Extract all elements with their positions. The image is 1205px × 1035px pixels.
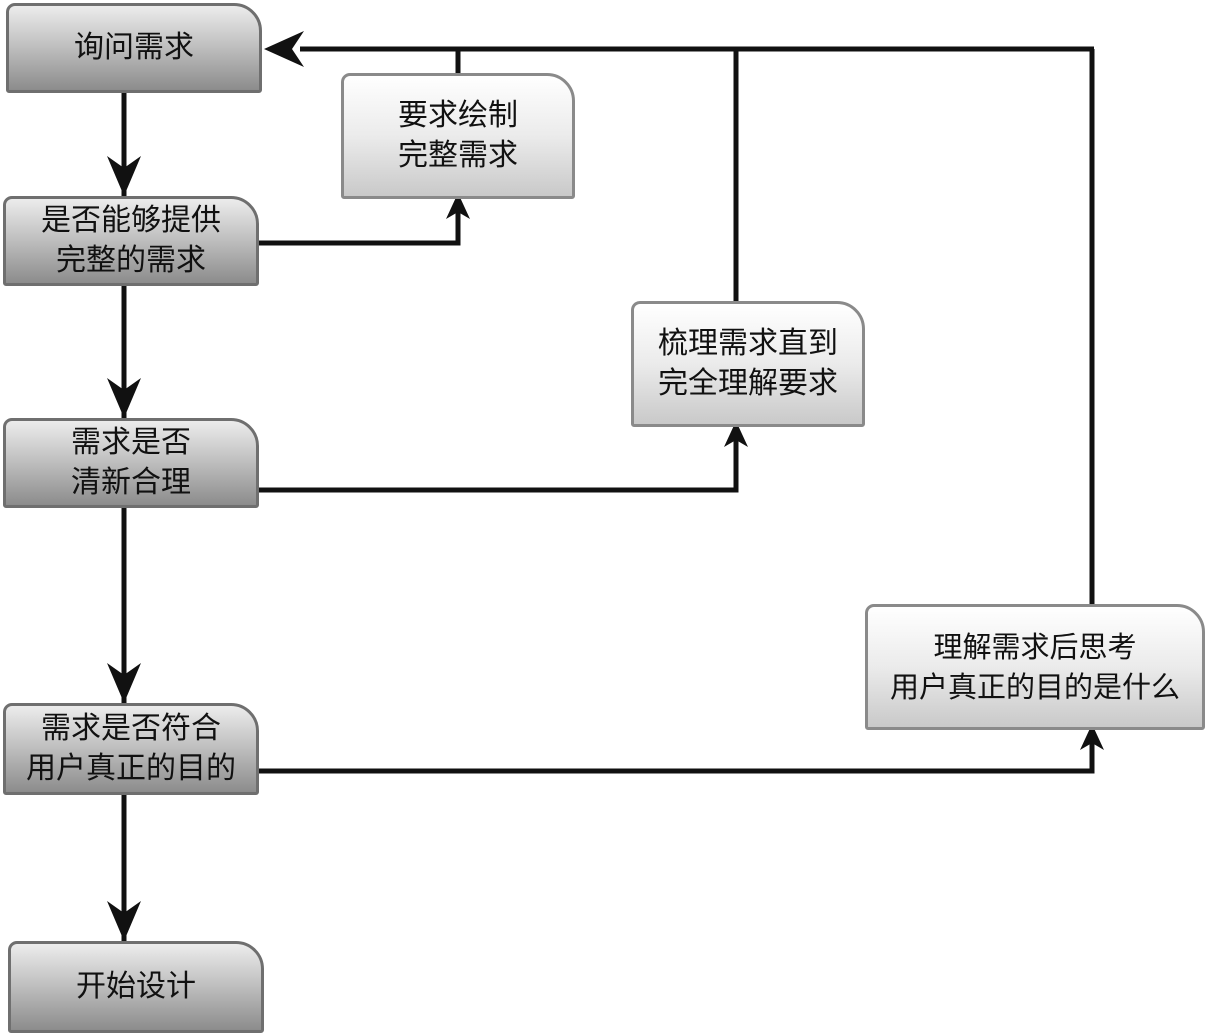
node-start-design: 开始设计 xyxy=(8,941,264,1033)
arrowhead-ask-to-provide xyxy=(107,156,141,196)
node-ask-requirements: 询问需求 xyxy=(6,3,262,93)
node-match-line2: 用户真正的目的 xyxy=(26,751,236,786)
arrowhead-match-to-start xyxy=(107,901,141,941)
node-think-line1: 理解需求后思考 xyxy=(933,630,1137,664)
node-start-line1: 开始设计 xyxy=(76,969,196,1004)
node-provide-line1: 是否能够提供 xyxy=(41,203,221,238)
node-match-user-goal: 需求是否符合 用户真正的目的 xyxy=(3,703,259,795)
arrow-clear-to-sort xyxy=(259,427,739,493)
node-request-complete-drawing: 要求绘制 完整需求 xyxy=(341,73,575,199)
node-clear-reasonable: 需求是否 清新合理 xyxy=(3,418,259,508)
arrowhead-provide-to-clear xyxy=(107,378,141,418)
arrowhead-clear-to-match xyxy=(107,663,141,703)
node-can-provide-complete: 是否能够提供 完整的需求 xyxy=(3,196,259,286)
arrow-provide-to-draw xyxy=(259,199,461,246)
arrowhead-return-to-ask xyxy=(264,31,304,67)
arrowhead-to-sort xyxy=(724,421,748,447)
node-clear-line1: 需求是否 xyxy=(71,425,191,460)
node-provide-line2: 完整的需求 xyxy=(56,243,206,278)
node-sort-out-requirements: 梳理需求直到 完全理解要求 xyxy=(631,301,865,427)
node-match-line1: 需求是否符合 xyxy=(41,711,221,746)
arrowhead-to-draw xyxy=(446,193,470,219)
node-ask-line1: 询问需求 xyxy=(74,30,194,65)
node-clear-line2: 清新合理 xyxy=(71,465,191,500)
node-think-line2: 用户真正的目的是什么 xyxy=(889,670,1180,704)
node-sort-line1: 梳理需求直到 xyxy=(658,326,838,361)
arrow-match-to-think xyxy=(259,730,1095,774)
node-draw-line2: 完整需求 xyxy=(398,138,518,173)
node-sort-line2: 完全理解要求 xyxy=(658,366,838,401)
node-think-user-goal: 理解需求后思考 用户真正的目的是什么 xyxy=(865,604,1205,730)
node-draw-line1: 要求绘制 xyxy=(398,98,518,133)
arrowhead-to-think xyxy=(1080,724,1104,750)
